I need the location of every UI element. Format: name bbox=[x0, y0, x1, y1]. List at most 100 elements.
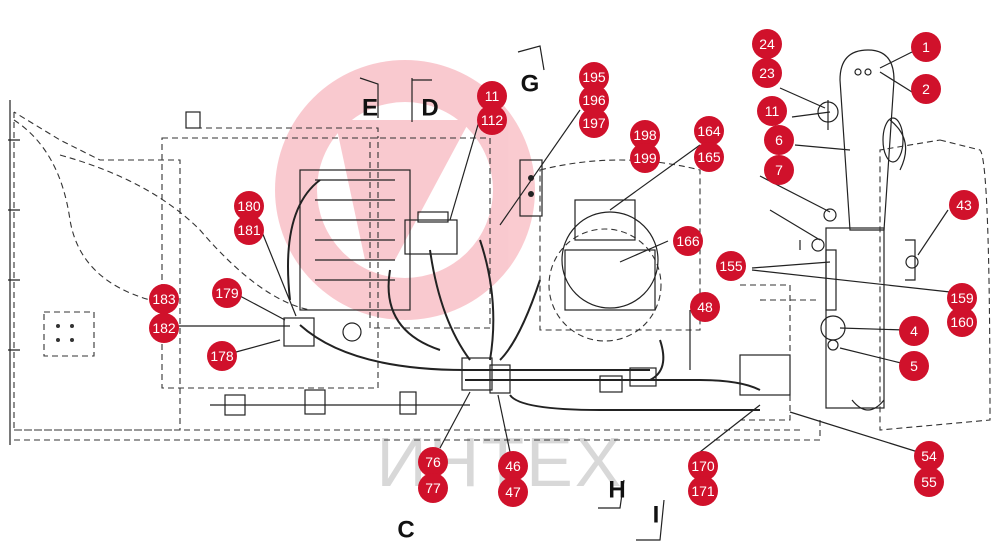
callout-label: 159 bbox=[950, 290, 974, 306]
callout-182[interactable]: 182 bbox=[149, 313, 179, 343]
callout-badge bbox=[899, 316, 929, 346]
callout-badge bbox=[911, 74, 941, 104]
view-label-i: I bbox=[653, 502, 660, 529]
callout-label: 43 bbox=[956, 197, 972, 213]
callout-178[interactable]: 178 bbox=[207, 341, 237, 371]
callout-170[interactable]: 170 bbox=[688, 451, 718, 481]
callout-badge bbox=[764, 155, 794, 185]
callout-label: 178 bbox=[210, 348, 234, 364]
callout-badge bbox=[690, 292, 720, 322]
callout-badge bbox=[752, 29, 782, 59]
callout-198[interactable]: 198 bbox=[630, 120, 660, 150]
callout-badge bbox=[498, 451, 528, 481]
callout-label: 23 bbox=[759, 65, 775, 81]
callout-76[interactable]: 76 bbox=[418, 447, 448, 477]
view-label-c: C bbox=[397, 517, 414, 544]
callout-label: 155 bbox=[719, 258, 743, 274]
callout-badge bbox=[899, 351, 929, 381]
callout-48[interactable]: 48 bbox=[690, 292, 720, 322]
callout-24[interactable]: 24 bbox=[752, 29, 782, 59]
callout-197[interactable]: 197 bbox=[579, 108, 609, 138]
callout-badge bbox=[207, 341, 237, 371]
callout-160[interactable]: 160 bbox=[947, 307, 977, 337]
callout-199[interactable]: 199 bbox=[630, 143, 660, 173]
callout-badge bbox=[694, 116, 724, 146]
callout-11[interactable]: 11 bbox=[757, 96, 787, 126]
callout-badge bbox=[630, 120, 660, 150]
callout-77[interactable]: 77 bbox=[418, 473, 448, 503]
callout-label: 164 bbox=[697, 123, 721, 139]
callout-165[interactable]: 165 bbox=[694, 142, 724, 172]
callout-label: 165 bbox=[697, 149, 721, 165]
view-label-e: E bbox=[362, 95, 378, 122]
callout-55[interactable]: 55 bbox=[914, 467, 944, 497]
callout-181[interactable]: 181 bbox=[234, 215, 264, 245]
callout-label: 11 bbox=[485, 88, 500, 104]
callout-4[interactable]: 4 bbox=[899, 316, 929, 346]
callout-label: 112 bbox=[481, 112, 504, 128]
callout-6[interactable]: 6 bbox=[764, 125, 794, 155]
callout-badge bbox=[418, 447, 448, 477]
callout-label: 196 bbox=[582, 92, 606, 108]
callout-badge bbox=[694, 142, 724, 172]
callout-7[interactable]: 7 bbox=[764, 155, 794, 185]
callout-badge bbox=[764, 125, 794, 155]
callout-badge bbox=[234, 215, 264, 245]
callout-54[interactable]: 54 bbox=[914, 441, 944, 471]
callout-badge bbox=[688, 476, 718, 506]
callout-label: 179 bbox=[215, 285, 239, 301]
callout-11[interactable]: 11 bbox=[477, 81, 507, 111]
callout-43[interactable]: 43 bbox=[949, 190, 979, 220]
view-label-g: G bbox=[521, 71, 540, 98]
callout-label: 160 bbox=[950, 314, 974, 330]
callout-label: 1 bbox=[922, 39, 930, 55]
callout-label: 46 bbox=[505, 458, 521, 474]
callout-label: 197 bbox=[582, 115, 606, 131]
callout-label: 180 bbox=[237, 198, 261, 214]
callout-badge bbox=[212, 278, 242, 308]
callout-badge bbox=[477, 81, 507, 111]
callout-171[interactable]: 171 bbox=[688, 476, 718, 506]
callout-label: 77 bbox=[425, 480, 441, 496]
callout-47[interactable]: 47 bbox=[498, 477, 528, 507]
callout-label: 55 bbox=[921, 474, 937, 490]
callout-label: 47 bbox=[505, 484, 521, 500]
callout-label: 2 bbox=[922, 81, 930, 97]
callout-badge bbox=[716, 251, 746, 281]
callout-badge bbox=[911, 32, 941, 62]
callout-badge bbox=[498, 477, 528, 507]
callout-112[interactable]: 112 bbox=[477, 105, 507, 135]
callout-badge bbox=[914, 467, 944, 497]
callout-label: 48 bbox=[697, 299, 713, 315]
callout-179[interactable]: 179 bbox=[212, 278, 242, 308]
callout-label: 7 bbox=[775, 162, 783, 178]
callout-badge bbox=[947, 307, 977, 337]
callout-badge bbox=[418, 473, 448, 503]
callout-164[interactable]: 164 bbox=[694, 116, 724, 146]
watermark-logo bbox=[275, 60, 535, 320]
callout-46[interactable]: 46 bbox=[498, 451, 528, 481]
callout-23[interactable]: 23 bbox=[752, 58, 782, 88]
callout-183[interactable]: 183 bbox=[149, 284, 179, 314]
callout-label: 6 bbox=[775, 132, 783, 148]
callout-label: 182 bbox=[152, 320, 176, 336]
callout-label: 183 bbox=[152, 291, 176, 307]
callout-180[interactable]: 180 bbox=[234, 191, 264, 221]
callout-1[interactable]: 1 bbox=[911, 32, 941, 62]
callout-195[interactable]: 195 bbox=[579, 62, 609, 92]
callout-label: 5 bbox=[910, 358, 918, 374]
callout-badge bbox=[914, 441, 944, 471]
callout-5[interactable]: 5 bbox=[899, 351, 929, 381]
callout-badge bbox=[234, 191, 264, 221]
callout-label: 76 bbox=[425, 454, 441, 470]
callout-badge bbox=[757, 96, 787, 126]
callout-badge bbox=[579, 108, 609, 138]
callout-badge bbox=[579, 85, 609, 115]
callout-155[interactable]: 155 bbox=[716, 251, 746, 281]
callout-2[interactable]: 2 bbox=[911, 74, 941, 104]
callout-166[interactable]: 166 bbox=[673, 226, 703, 256]
callout-196[interactable]: 196 bbox=[579, 85, 609, 115]
callout-badge bbox=[149, 284, 179, 314]
callout-159[interactable]: 159 bbox=[947, 283, 977, 313]
callout-label: 166 bbox=[676, 233, 700, 249]
